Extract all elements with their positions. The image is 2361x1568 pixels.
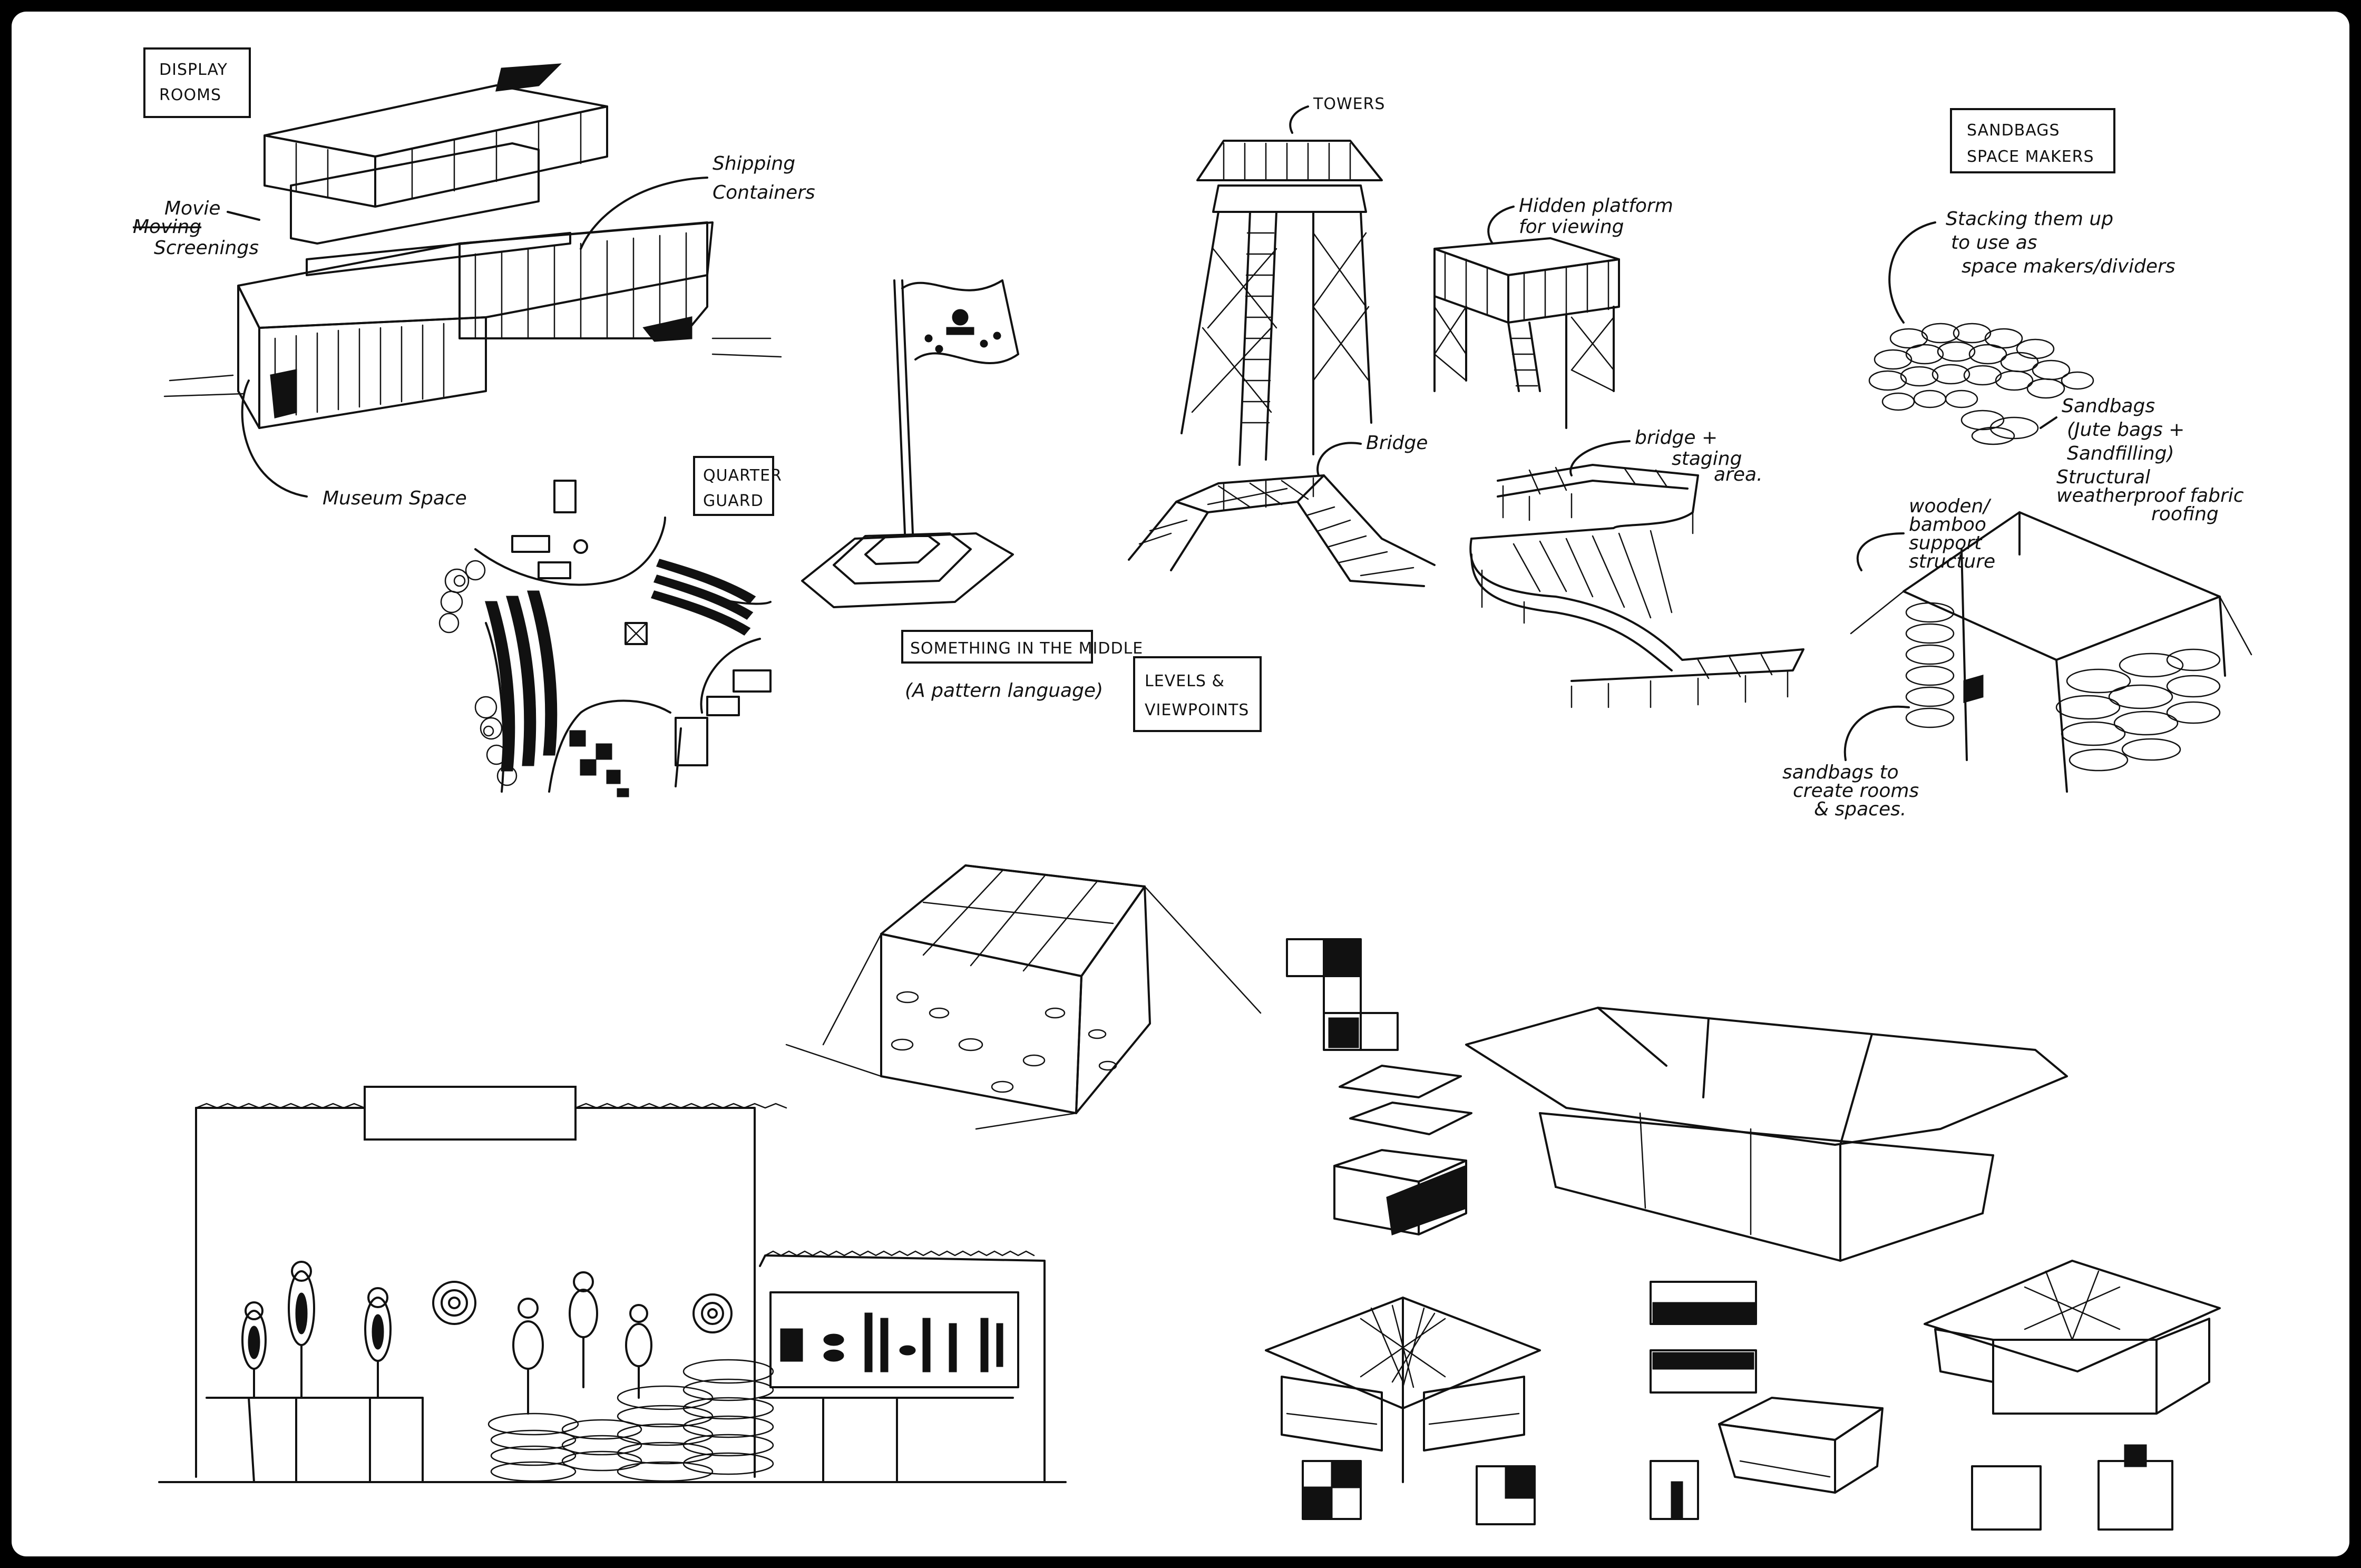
sandbags-rooms-label-1: sandbags to xyxy=(1782,762,1899,783)
sketch-sheet: DISPLAY ROOMS xyxy=(12,12,2349,1556)
sandbags-title-1: SANDBAGS xyxy=(1967,121,2060,140)
something-in-middle-label: SOMETHING IN THE MIDDLE xyxy=(910,639,1143,658)
sandbags-sketch: SANDBAGS SPACE MAKERS Stacking them up t… xyxy=(1782,108,2252,820)
sandbags-note-2: (Jute bags + xyxy=(2067,419,2184,441)
viewpoints-label-2: VIEWPOINTS xyxy=(1145,701,1249,719)
stacking-label-1: Stacking them up xyxy=(1946,208,2113,230)
display-rooms-sketch: DISPLAY ROOMS xyxy=(133,47,815,509)
sketch-canvas: DISPLAY ROOMS xyxy=(133,47,2252,1531)
stacking-label-2: to use as xyxy=(1951,232,2037,254)
sandbags-title-2: SPACE MAKERS xyxy=(1967,148,2094,166)
sandbags-rooms-label-2: create rooms xyxy=(1793,780,1919,802)
quarter-guard-label-2: GUARD xyxy=(703,492,764,510)
quarter-guard-sketch: QUARTER GUARD xyxy=(438,456,782,797)
bridges-sketch: Bridge bridge + staging area. xyxy=(1128,427,1804,732)
pavilions-sketch xyxy=(1265,938,2221,1531)
bridge-staging-label-2: staging xyxy=(1672,448,1742,470)
shooting-range-sketch xyxy=(158,1086,1067,1483)
shipping-containers-label-1: Shipping xyxy=(713,153,795,174)
pattern-language-label: (A pattern language) xyxy=(905,680,1103,702)
sandbags-rooms-label-3: & spaces. xyxy=(1814,798,1906,820)
moving-label-struck: Moving xyxy=(133,216,201,238)
wooden-label-1: wooden/ xyxy=(1909,495,1992,517)
hidden-platform-label-1: Hidden platform xyxy=(1519,195,1673,217)
sandbags-note-1: Sandbags xyxy=(2062,395,2155,417)
quarter-guard-label-1: QUARTER xyxy=(703,466,782,485)
towers-label: TOWERS xyxy=(1313,95,1385,113)
movie-label: Movie xyxy=(164,198,221,219)
levels-label-1: LEVELS & xyxy=(1145,672,1225,690)
flag-monument-sketch: SOMETHING IN THE MIDDLE (A pattern langu… xyxy=(801,279,1143,702)
stacking-label-3: space makers/dividers xyxy=(1962,256,2175,277)
hidden-platform-label-2: for viewing xyxy=(1519,216,1624,238)
wooden-label-4: structure xyxy=(1909,551,1995,572)
museum-space-label: Museum Space xyxy=(323,488,467,509)
tent-sketch xyxy=(785,864,1262,1130)
structural-label-3: roofing xyxy=(2151,503,2219,525)
towers-sketch: TOWERS Hidden platform for viewing xyxy=(1180,95,1673,466)
bridge-label: Bridge xyxy=(1366,432,1428,454)
structural-label-2: weatherproof fabric xyxy=(2056,485,2244,507)
wooden-label-2: bamboo xyxy=(1909,514,1986,535)
display-rooms-label-2: ROOMS xyxy=(159,86,221,104)
wooden-label-3: support xyxy=(1909,532,1983,554)
structural-label-1: Structural xyxy=(2056,466,2150,488)
bridge-staging-label-3: area. xyxy=(1714,464,1763,485)
display-rooms-label-1: DISPLAY xyxy=(159,61,228,79)
sandbags-note-3: Sandfilling) xyxy=(2067,443,2174,464)
screenings-label: Screenings xyxy=(154,237,259,259)
bridge-staging-label-1: bridge + xyxy=(1635,427,1718,449)
shipping-containers-label-2: Containers xyxy=(713,182,815,203)
